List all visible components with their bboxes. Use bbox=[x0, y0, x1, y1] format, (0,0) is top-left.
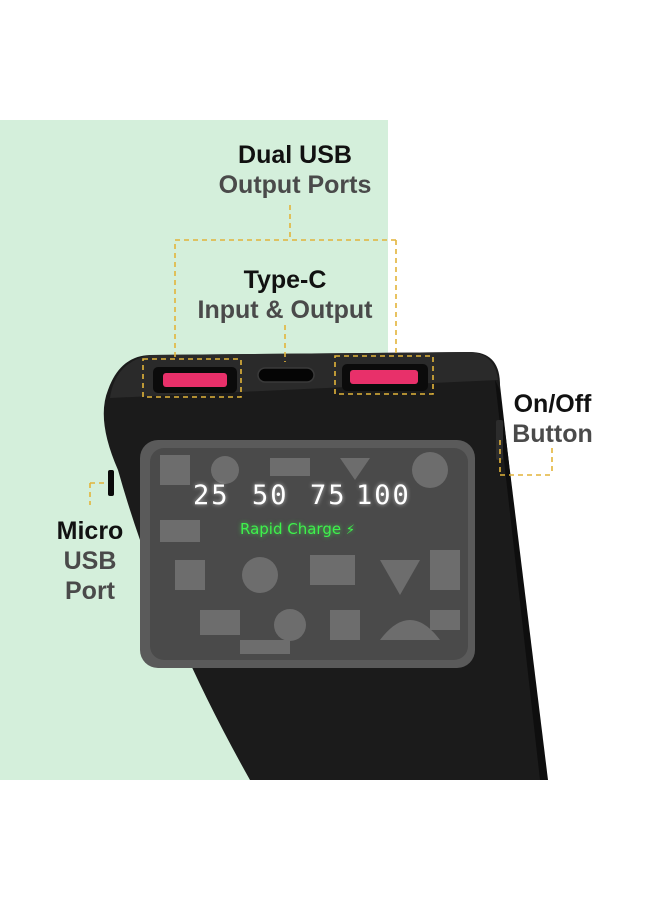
decorative-pattern bbox=[160, 452, 460, 654]
rapid-charge-label: Rapid Charge bbox=[240, 520, 342, 538]
display-pattern-area bbox=[150, 448, 468, 660]
usb-port-right bbox=[350, 370, 418, 384]
micro-line1: Micro bbox=[56, 517, 124, 545]
type-c-label: Type-C Input & Output bbox=[180, 265, 390, 325]
lightning-icon: ⚡ bbox=[345, 523, 356, 538]
micro-line3: Port bbox=[65, 577, 115, 605]
usb-port-left bbox=[163, 373, 227, 387]
on-off-label: On/Off Button bbox=[500, 389, 605, 449]
dual-usb-line2: Output Ports bbox=[218, 171, 372, 199]
micro-usb-label: Micro USB Port bbox=[40, 516, 140, 606]
dual-usb-line1: Dual USB bbox=[238, 141, 352, 169]
callout-lines bbox=[89, 205, 553, 505]
level-25-indicator: 25 bbox=[193, 480, 230, 511]
on-off-line1: On/Off bbox=[513, 390, 592, 418]
power-bank-side-edge bbox=[495, 380, 548, 780]
level-100-indicator: 100 bbox=[356, 480, 411, 511]
dual-usb-label: Dual USB Output Ports bbox=[190, 140, 400, 200]
rapid-charge-text: Rapid Charge ⚡ bbox=[240, 520, 355, 538]
type-c-line2: Input & Output bbox=[197, 296, 373, 324]
micro-line2: USB bbox=[63, 547, 117, 575]
on-off-line2: Button bbox=[512, 420, 593, 448]
micro-usb-port bbox=[108, 470, 114, 496]
level-75-indicator: 75 bbox=[310, 480, 347, 511]
level-50-indicator: 50 bbox=[252, 480, 289, 511]
type-c-line1: Type-C bbox=[243, 266, 327, 294]
type-c-port bbox=[257, 367, 315, 383]
